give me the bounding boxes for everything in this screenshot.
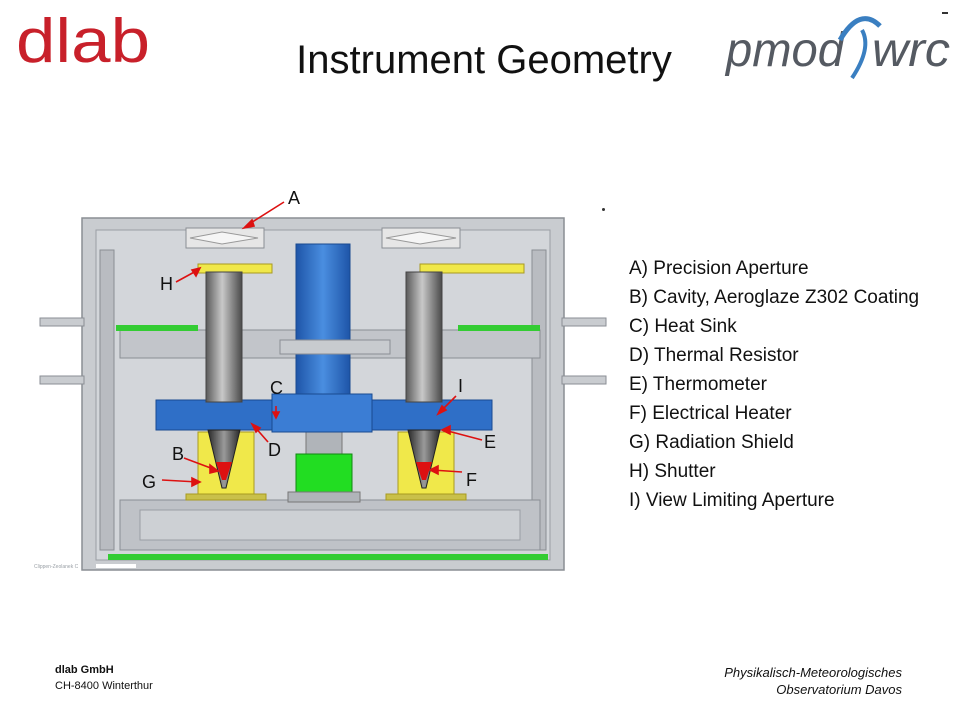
pmod-logo-text: pmod bbox=[724, 24, 845, 77]
legend-item: D) Thermal Resistor bbox=[629, 345, 799, 366]
dlab-logo-text: dlab bbox=[16, 7, 150, 76]
tube-left bbox=[205, 271, 243, 403]
label-B: B bbox=[172, 444, 184, 464]
wrc-logo-text: wrc bbox=[872, 24, 950, 77]
pmod-wrc-logo: pmod wrc bbox=[724, 16, 950, 80]
legend-item: A) Precision Aperture bbox=[629, 258, 809, 279]
footer-company: dlab GmbH CH-8400 Winterthur bbox=[55, 662, 153, 694]
label-H: H bbox=[160, 274, 173, 294]
institute-line-1: Physikalisch-Meteorologisches bbox=[724, 665, 902, 680]
label-I: I bbox=[458, 376, 463, 396]
institute-line-2: Observatorium Davos bbox=[776, 682, 902, 697]
cavity-right bbox=[407, 429, 441, 489]
green-board-bottom bbox=[108, 554, 548, 560]
label-A: A bbox=[288, 188, 300, 208]
label-F: F bbox=[466, 470, 477, 490]
legend-item: I) View Limiting Aperture bbox=[629, 490, 835, 511]
legend-item: G) Radiation Shield bbox=[629, 432, 794, 453]
precision-aperture-left bbox=[185, 227, 265, 249]
company-address: CH-8400 Winterthur bbox=[55, 680, 153, 692]
legend-item: F) Electrical Heater bbox=[629, 403, 792, 424]
instrument-cross-section: Clippen-Zeolanek C A H C I D E B F G bbox=[34, 188, 607, 571]
cavity-left bbox=[207, 429, 241, 489]
component-legend: A) Precision Aperture B) Cavity, Aerogla… bbox=[629, 254, 929, 515]
legend-item: E) Thermometer bbox=[629, 374, 767, 395]
shutter-right bbox=[419, 263, 525, 274]
footer-institute: Physikalisch-Meteorologisches Observator… bbox=[724, 664, 902, 698]
legend-item: H) Shutter bbox=[629, 461, 716, 482]
label-E: E bbox=[484, 432, 496, 452]
green-block-center bbox=[295, 453, 353, 495]
figure-watermark: Clippen-Zeolanek C bbox=[34, 564, 79, 570]
stray-dot bbox=[602, 208, 605, 211]
corner-mark bbox=[942, 12, 948, 14]
callout-arrows bbox=[161, 201, 483, 488]
legend-item: C) Heat Sink bbox=[629, 316, 737, 337]
green-board-right bbox=[458, 325, 540, 331]
page-title: Instrument Geometry bbox=[296, 38, 672, 82]
green-board-left bbox=[116, 325, 198, 331]
tube-right bbox=[405, 271, 443, 403]
label-D: D bbox=[268, 440, 281, 460]
company-name: dlab GmbH bbox=[55, 664, 114, 676]
dlab-logo: dlab bbox=[16, 7, 150, 76]
label-C: C bbox=[270, 378, 283, 398]
legend-item: B) Cavity, Aeroglaze Z302 Coating bbox=[629, 287, 920, 308]
label-G: G bbox=[142, 472, 156, 492]
pmod-logo-arc bbox=[837, 16, 882, 42]
central-heat-sink-column bbox=[295, 243, 351, 405]
precision-aperture-right bbox=[381, 227, 461, 249]
